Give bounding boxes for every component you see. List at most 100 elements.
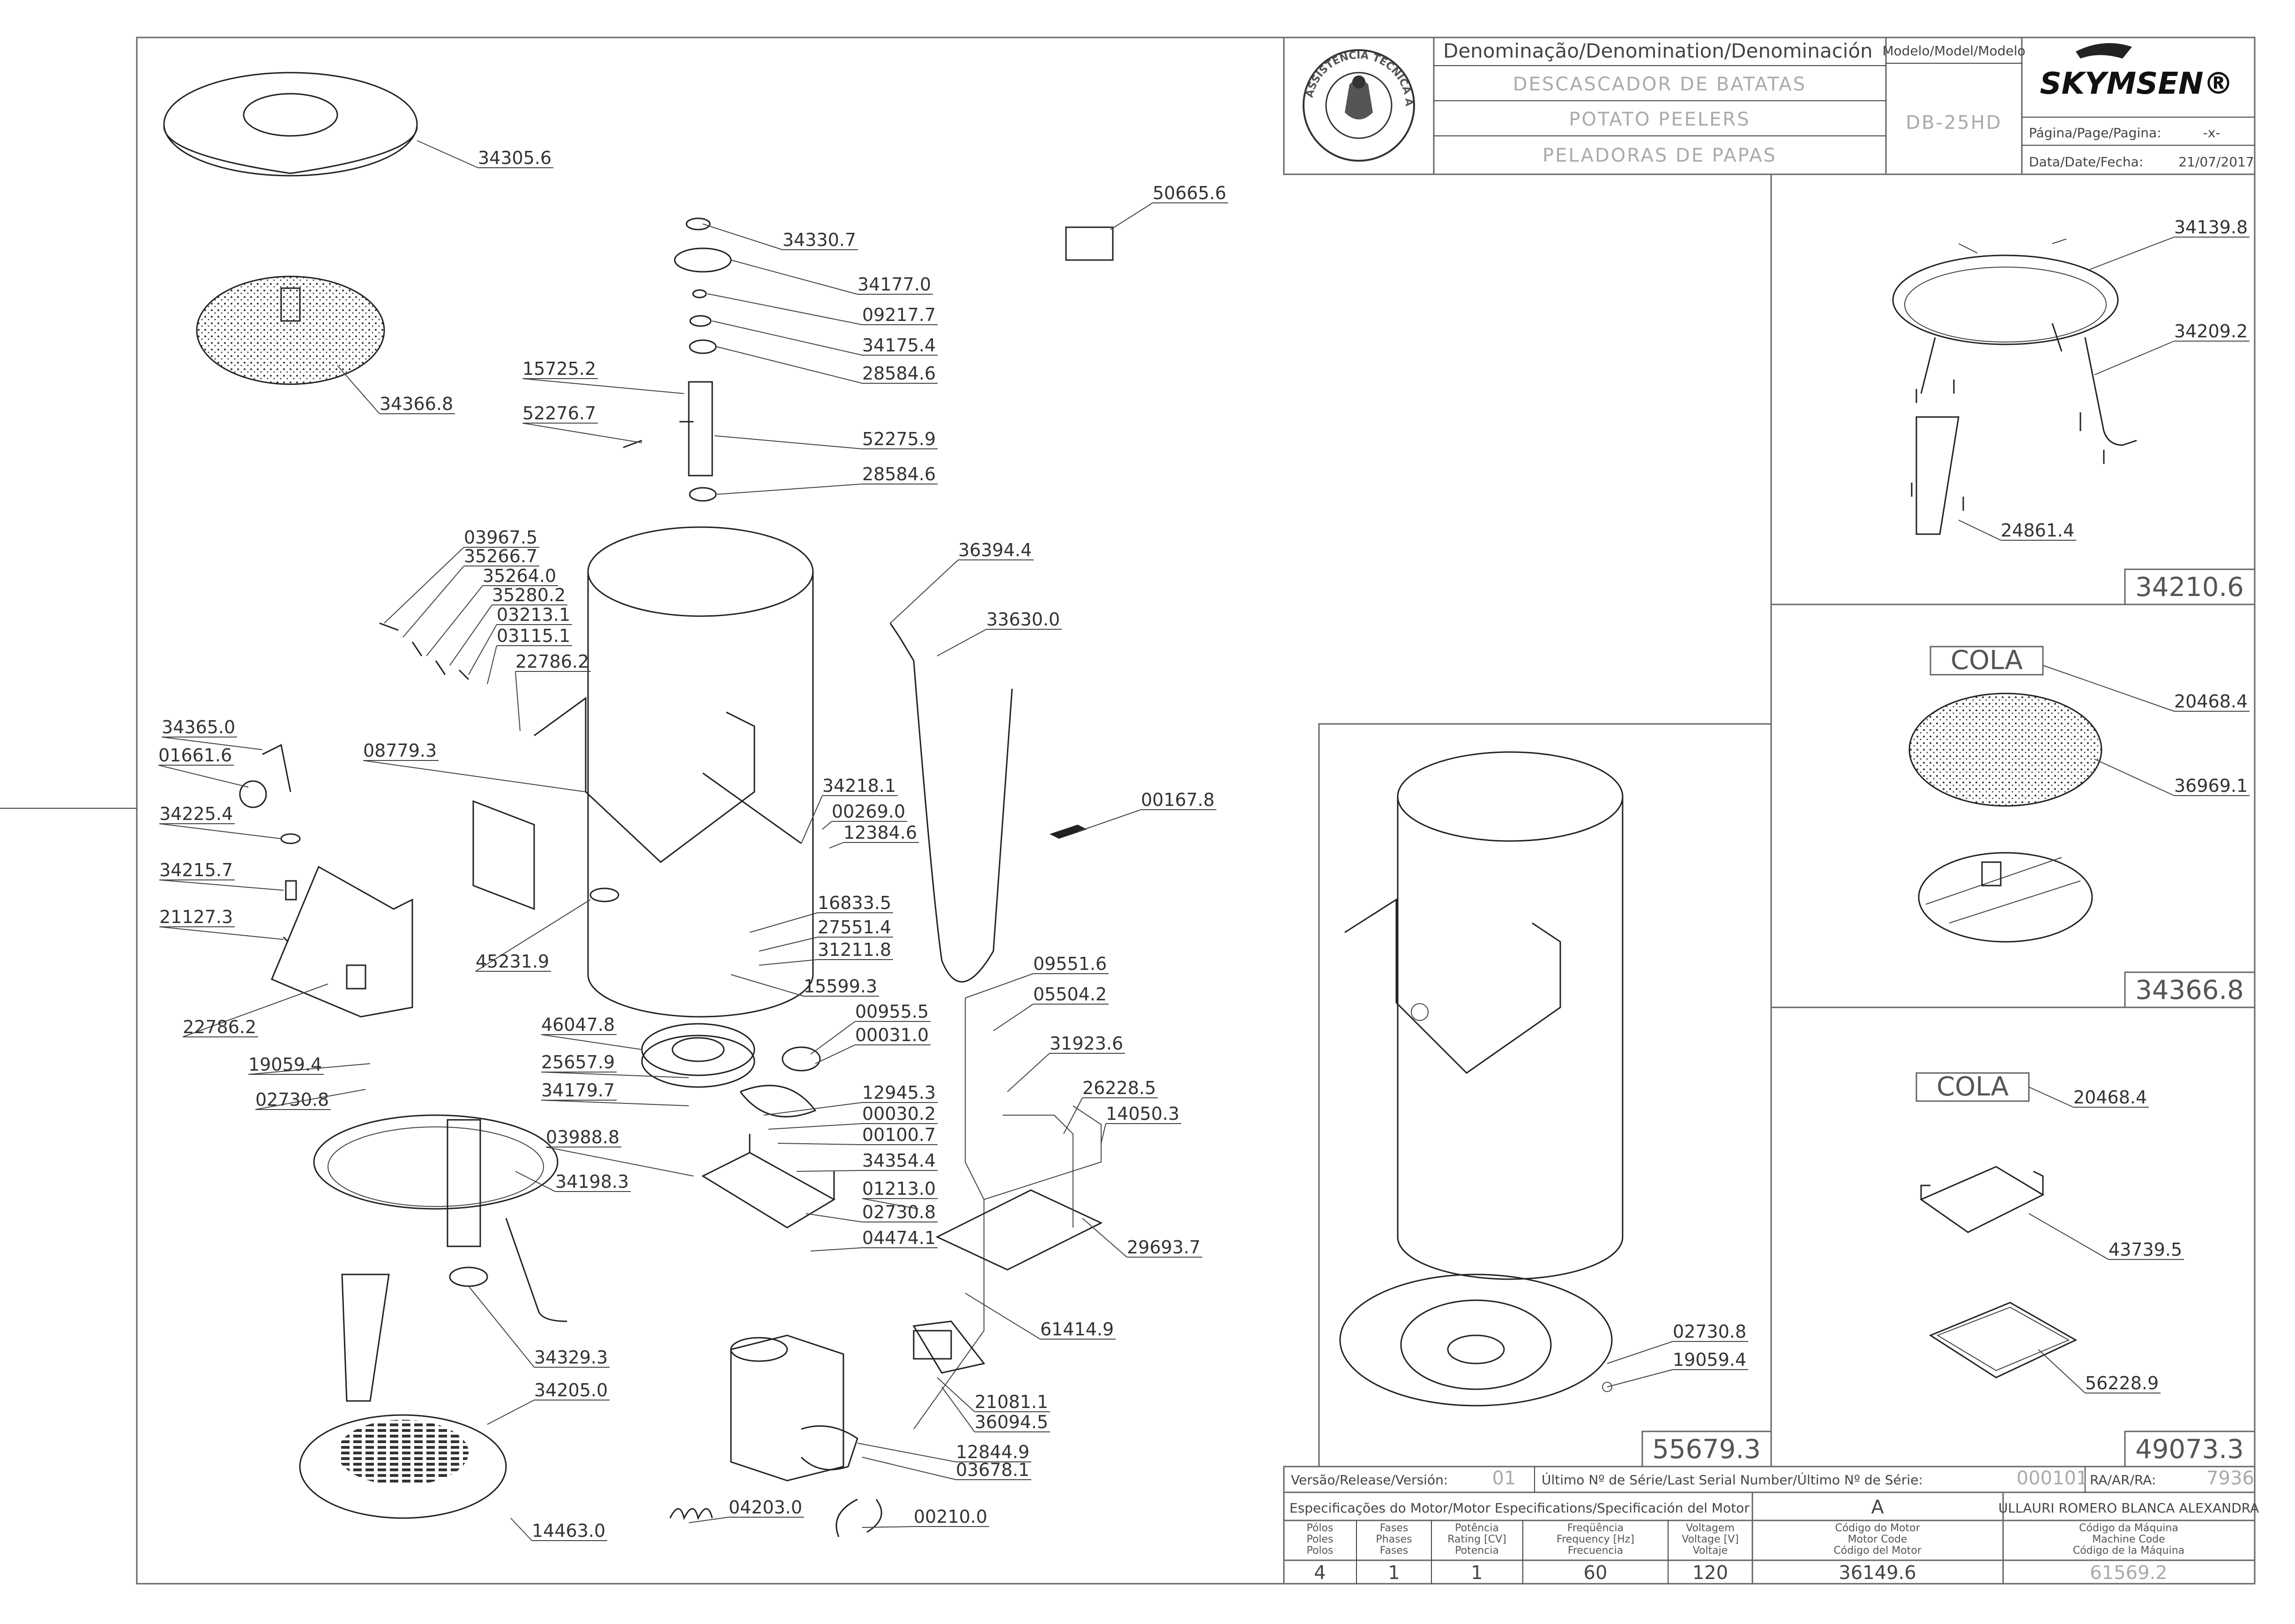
callout-01661.6: 01661.6 xyxy=(158,745,249,788)
svg-text:Pólos: Pólos xyxy=(1307,1522,1334,1534)
callout-03213.1: 03213.1 xyxy=(468,604,572,675)
leader-line xyxy=(158,765,249,788)
leader-line xyxy=(449,604,492,666)
part-number: 12945.3 xyxy=(862,1082,936,1103)
callout-02730.8: 02730.8 xyxy=(255,1089,366,1110)
leader-line xyxy=(417,140,478,168)
leader-line xyxy=(2089,237,2175,270)
leader-line xyxy=(749,912,818,933)
part-number: 00030.2 xyxy=(862,1103,936,1124)
date-label: Data/Date/Fecha: xyxy=(2029,154,2143,170)
part-number: 34215.7 xyxy=(159,860,233,880)
serial-value: 000101 xyxy=(2017,1468,2088,1489)
part-number: 34218.1 xyxy=(822,775,896,796)
part-number: 28584.6 xyxy=(862,464,936,484)
part-number: 34175.4 xyxy=(862,335,936,356)
part-number: 35266.7 xyxy=(464,546,537,566)
leader-line xyxy=(1077,809,1141,832)
svg-text:Frequency [Hz]: Frequency [Hz] xyxy=(1557,1534,1634,1545)
spec-column-motor-code: Código do Motor Motor Code Código del Mo… xyxy=(1833,1522,1922,1584)
leader-line xyxy=(2038,1349,2086,1393)
callout-34330.7: 34330.7 xyxy=(702,223,858,250)
part-number: 03967.5 xyxy=(464,527,537,548)
body-ref: 55679.3 xyxy=(1652,1434,1761,1465)
callout-61414.9: 61414.9 xyxy=(965,1293,1116,1340)
ra-label: RA/AR/RA: xyxy=(2090,1472,2156,1488)
stand-ref: 34210.6 xyxy=(2135,572,2244,603)
callout-34366.8: 34366.8 xyxy=(337,365,455,414)
callout-35266.7: 35266.7 xyxy=(402,546,539,638)
part-number: 31923.6 xyxy=(1050,1033,1123,1054)
callout-34305.6: 34305.6 xyxy=(417,140,553,168)
stand-assembly-drawing xyxy=(1892,238,2137,535)
leader-line xyxy=(730,974,804,997)
callout-03967.5: 03967.5 xyxy=(384,527,539,624)
svg-text:Voltaje: Voltaje xyxy=(1693,1545,1728,1557)
part-number: 21081.1 xyxy=(975,1392,1048,1412)
callout-34354.4: 34354.4 xyxy=(796,1150,938,1172)
callout-09551.6: 09551.6 xyxy=(965,954,1109,998)
skymsen-logo: SKYMSEN® xyxy=(2040,43,2234,101)
leader-line xyxy=(759,959,818,966)
part-number: 02730.8 xyxy=(862,1202,936,1222)
leader-line xyxy=(337,365,380,414)
leader-line xyxy=(857,1443,956,1462)
callout-04203.0: 04203.0 xyxy=(688,1497,804,1523)
leader-line xyxy=(714,435,863,449)
part-number: 03213.1 xyxy=(497,604,570,625)
callout-28584.6: 28584.6 xyxy=(716,464,938,495)
part-number: 22786.2 xyxy=(183,1017,256,1037)
callout-15725.2: 15725.2 xyxy=(522,358,685,394)
callout-00210.0: 00210.0 xyxy=(862,1506,989,1528)
part-number: 03988.8 xyxy=(546,1127,619,1147)
part-number: 26228.5 xyxy=(1082,1078,1156,1098)
part-number: 34329.3 xyxy=(534,1347,608,1368)
cola-label-disc: COLA xyxy=(1951,645,2023,676)
callout-08779.3: 08779.3 xyxy=(363,740,586,792)
part-number: 15725.2 xyxy=(522,358,596,379)
part-number: 34139.8 xyxy=(2174,217,2248,238)
callout-12945.3: 12945.3 xyxy=(763,1082,938,1116)
leader-line xyxy=(1082,1218,1127,1258)
callout-15599.3: 15599.3 xyxy=(730,974,879,997)
part-number: 14463.0 xyxy=(532,1520,605,1541)
part-number: 04474.1 xyxy=(862,1228,936,1248)
leader-line xyxy=(1958,520,2001,541)
leader-line xyxy=(1607,1341,1673,1364)
part-number: 34365.0 xyxy=(162,717,235,738)
spec-column-frequency: Freqüência Frequency [Hz] Frecuencia 60 xyxy=(1557,1522,1634,1584)
part-number: 61414.9 xyxy=(1040,1319,1114,1340)
leader-line xyxy=(937,1377,975,1412)
callout-00100.7: 00100.7 xyxy=(777,1125,938,1145)
callout-stand-34209.2: 34209.2 xyxy=(2094,321,2250,375)
callout-34177.0: 34177.0 xyxy=(730,260,933,295)
leader-line xyxy=(937,629,987,656)
callout-52276.7: 52276.7 xyxy=(522,403,642,443)
part-number: 36394.4 xyxy=(958,540,1032,560)
callout-33630.0: 33630.0 xyxy=(937,609,1062,656)
leader-line xyxy=(541,1072,689,1078)
part-number: 00955.5 xyxy=(855,1001,929,1022)
body-assembly-drawing xyxy=(1339,751,1624,1407)
callout-stand-34139.8: 34139.8 xyxy=(2089,217,2250,270)
leader-line xyxy=(159,926,284,940)
part-number: 00269.0 xyxy=(832,801,905,822)
svg-text:Código da Máquina: Código da Máquina xyxy=(2079,1522,2178,1534)
part-number: 08779.3 xyxy=(363,740,437,761)
part-number: 02730.8 xyxy=(1673,1321,1746,1342)
disc-assembly-drawing: COLA xyxy=(1908,645,2102,943)
callout-09217.7: 09217.7 xyxy=(707,293,938,325)
version-label: Versão/Release/Versión: xyxy=(1291,1472,1448,1488)
ra-value: 7936 xyxy=(2206,1468,2254,1489)
spec-column-poles: Pólos Poles Polos 4 xyxy=(1306,1522,1333,1584)
callout-34225.4: 34225.4 xyxy=(159,804,282,839)
part-number: 20468.4 xyxy=(2073,1087,2147,1108)
leader-line xyxy=(810,1021,856,1055)
leader-line xyxy=(161,737,263,750)
leader-line xyxy=(545,1147,694,1177)
callout-01213.0: 01213.0 xyxy=(862,1178,938,1209)
leader-line xyxy=(2028,1087,2074,1108)
callout-25657.9: 25657.9 xyxy=(541,1052,689,1078)
